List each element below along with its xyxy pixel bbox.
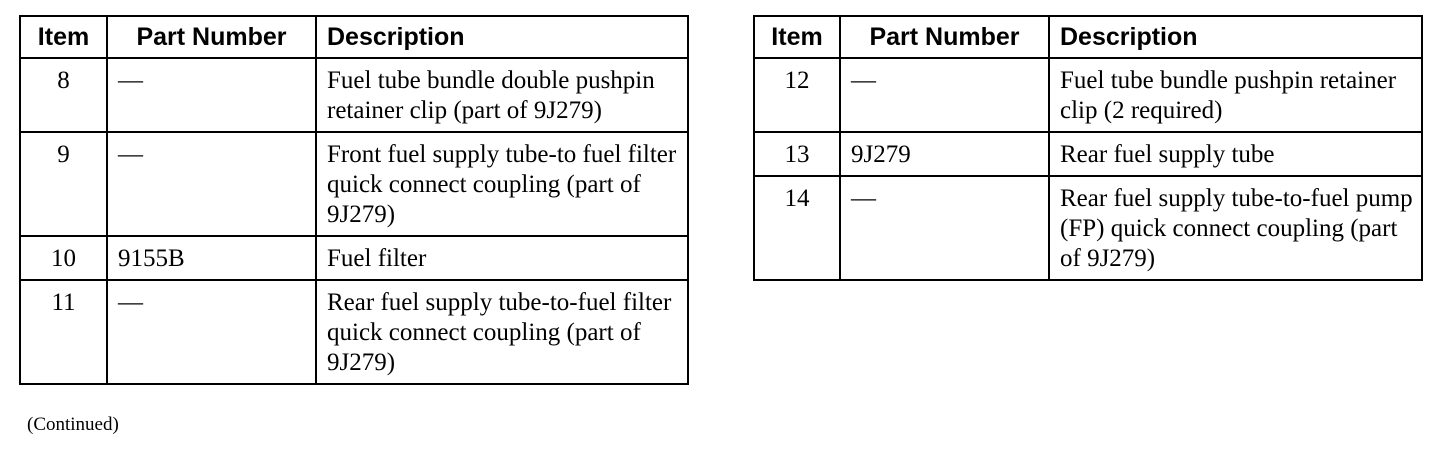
table-row: 14 — Rear fuel supply tube-to-fuel pump … [753, 175, 1423, 281]
cell-part-number: — [106, 279, 317, 385]
header-description: Description [1048, 15, 1423, 59]
header-item: Item [19, 15, 108, 59]
continued-note: (Continued) [27, 414, 119, 435]
cell-description: Rear fuel supply tube [1048, 131, 1423, 177]
cell-description: Rear fuel supply tube-to-fuel filter qui… [315, 279, 689, 385]
table-header-row: Item Part Number Description [19, 15, 689, 59]
table-row: 12 — Fuel tube bundle pushpin retainer c… [753, 57, 1423, 133]
cell-description: Fuel filter [315, 235, 689, 281]
header-part-number: Part Number [106, 15, 317, 59]
table-row: 9 — Front fuel supply tube-to fuel filte… [19, 131, 689, 237]
cell-description: Front fuel supply tube-to fuel filter qu… [315, 131, 689, 237]
header-description: Description [315, 15, 689, 59]
table-header-row: Item Part Number Description [753, 15, 1423, 59]
table-row: 13 9J279 Rear fuel supply tube [753, 131, 1423, 177]
cell-item: 10 [19, 235, 108, 281]
cell-part-number: 9155B [106, 235, 317, 281]
cell-part-number: — [106, 57, 317, 133]
cell-item: 13 [753, 131, 841, 177]
cell-item: 12 [753, 57, 841, 133]
cell-description: Fuel tube bundle pushpin retainer clip (… [1048, 57, 1423, 133]
cell-item: 9 [19, 131, 108, 237]
header-part-number: Part Number [839, 15, 1050, 59]
header-item: Item [753, 15, 841, 59]
parts-table-left: Item Part Number Description 8 — Fuel tu… [19, 15, 689, 385]
cell-item: 11 [19, 279, 108, 385]
cell-part-number: — [839, 175, 1050, 281]
cell-part-number: 9J279 [839, 131, 1050, 177]
cell-part-number: — [839, 57, 1050, 133]
table-row: 10 9155B Fuel filter [19, 235, 689, 281]
cell-part-number: — [106, 131, 317, 237]
table-row: 8 — Fuel tube bundle double pushpin reta… [19, 57, 689, 133]
table-row: 11 — Rear fuel supply tube-to-fuel filte… [19, 279, 689, 385]
parts-table-right: Item Part Number Description 12 — Fuel t… [753, 15, 1423, 281]
cell-item: 14 [753, 175, 841, 281]
cell-description: Fuel tube bundle double pushpin retainer… [315, 57, 689, 133]
cell-description: Rear fuel supply tube-to-fuel pump (FP) … [1048, 175, 1423, 281]
cell-item: 8 [19, 57, 108, 133]
